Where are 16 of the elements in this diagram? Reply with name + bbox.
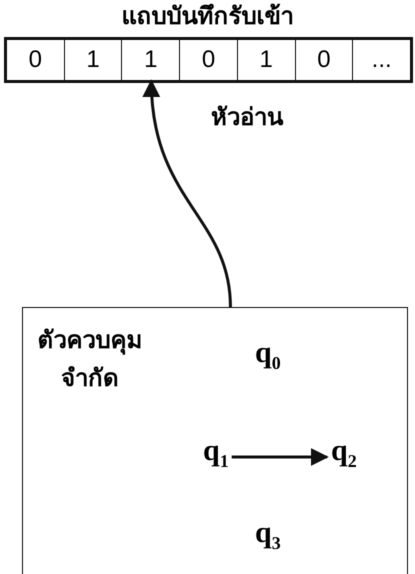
arrow [232, 448, 329, 466]
tape-cell: 1 [64, 40, 122, 80]
state-label: q$_{2}$ [331, 436, 357, 470]
tape-heading: แถบบันทึกรับเข้า [120, 2, 294, 32]
tape-cell: ... [353, 40, 410, 80]
tape-cell: 0 [296, 40, 354, 80]
tape-cell: 1 [122, 40, 180, 80]
state-label: q$_{3}$ [255, 518, 281, 552]
tape-cell: 0 [7, 40, 65, 80]
state-label: q$_{1}$ [203, 436, 229, 470]
control-label: ตัวควบคุมจำกัด [36, 327, 144, 394]
tape-cell: 1 [238, 40, 296, 80]
arrow [143, 79, 232, 308]
tape-cell: 0 [180, 40, 238, 80]
state-label: q$_{0}$ [255, 338, 281, 372]
control-box [22, 307, 408, 574]
